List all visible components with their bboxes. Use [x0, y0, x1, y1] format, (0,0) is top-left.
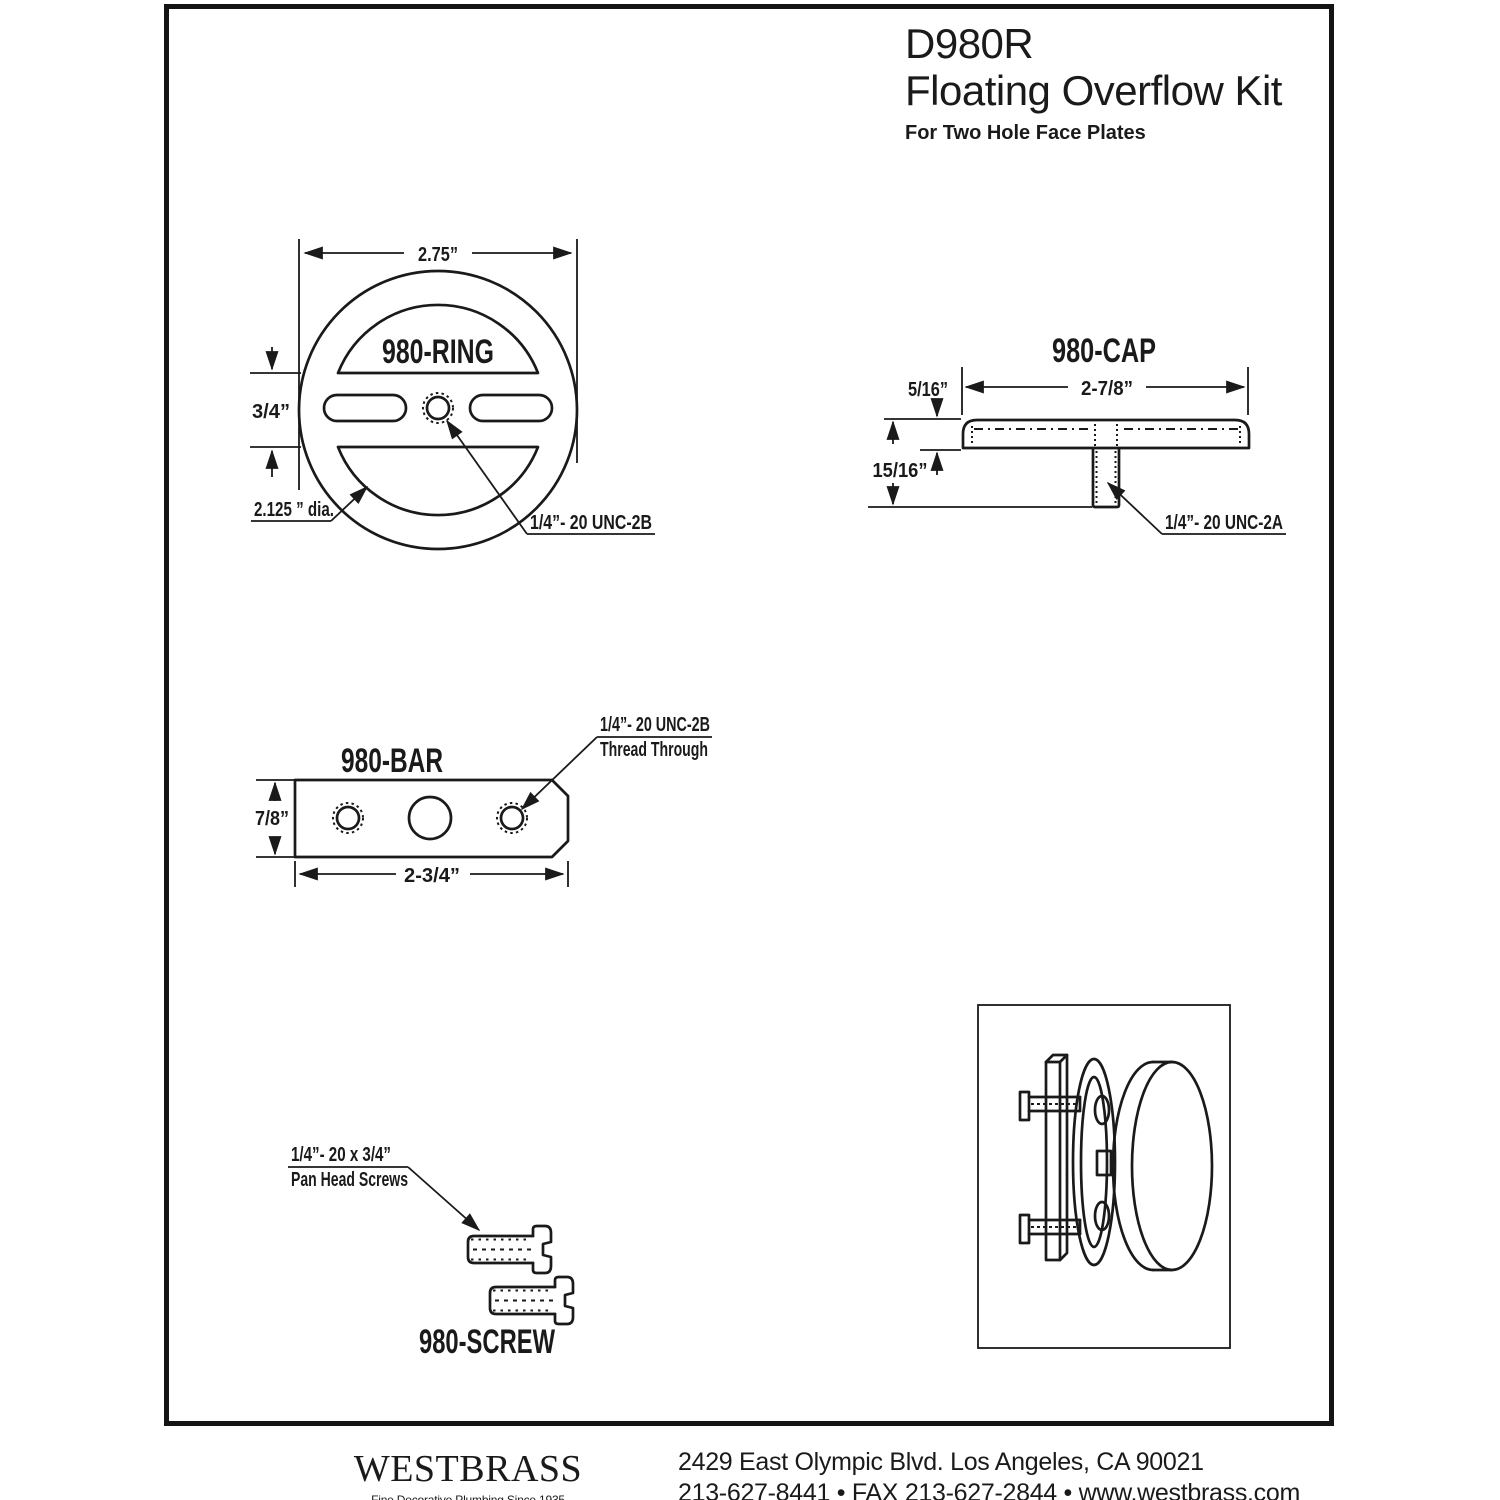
brand-logo-text: WESTBRASS — [353, 1448, 583, 1490]
assembly-bar — [1044, 1053, 1069, 1262]
ring-outer-circle — [297, 269, 579, 551]
cap-label: 980-CAP — [1052, 332, 1156, 370]
drawing-border — [164, 4, 1334, 1426]
ring-center-threaded-hole — [425, 395, 451, 421]
ring-left-slot — [322, 393, 408, 423]
screw-spec-line1: 1/4”- 20 x 3/4” — [291, 1144, 391, 1166]
screw-leader — [288, 1166, 481, 1232]
company-phone-web: 213-627-8441 • FAX 213-627-2844 • www.we… — [678, 1479, 1300, 1500]
ring-lower-segment — [336, 445, 540, 517]
ring-center-hole-serration — [422, 392, 454, 424]
brand-block: WESTBRASS Fine Decorative Plumbing Since… — [340, 1447, 596, 1500]
bar-width-dimension: 2-3/4” — [404, 865, 460, 887]
product-name: Floating Overflow Kit — [905, 67, 1282, 115]
cap-thread-spec-label: 1/4”- 20 UNC-2A — [1165, 512, 1283, 534]
cap-diagram: 980-CAP — [868, 332, 1286, 535]
bar-dimensions — [256, 736, 712, 887]
model-number: D980R — [905, 20, 1034, 67]
bar-label: 980-BAR — [341, 742, 443, 780]
company-address: 2429 East Olympic Blvd. Los Angeles, CA … — [678, 1448, 1204, 1476]
ring-band-dimension: 3/4” — [252, 401, 290, 423]
cap-height-dimension: 15/16” — [873, 460, 928, 482]
contact-block: 2429 East Olympic Blvd. Los Angeles, CA … — [678, 1447, 1300, 1500]
cap-threaded-stem — [1091, 446, 1121, 509]
screw-1 — [466, 1224, 553, 1275]
bar-left-threaded-hole — [335, 805, 361, 831]
ring-dimensions — [250, 239, 655, 535]
ring-thread-spec-label: 1/4”- 20 UNC-2B — [530, 512, 652, 534]
ring-label: 980-RING — [382, 333, 494, 371]
screw-spec-line2: Pan Head Screws — [291, 1169, 408, 1191]
title-block: D980R Floating Overflow Kit For Two Hole… — [905, 20, 1282, 144]
ring-width-dimension: 2.75” — [418, 244, 458, 266]
assembly-screws — [1018, 1090, 1082, 1245]
screw-diagram: 1/4”- 20 x 3/4” Pan Head Screws 980-SCRE… — [288, 1144, 575, 1361]
ring-upper-segment — [336, 303, 540, 375]
cap-width-dimension: 2-7/8” — [1081, 378, 1133, 400]
assembly-ring — [1071, 1057, 1117, 1267]
bar-right-threaded-hole — [499, 805, 525, 831]
screw-label: 980-SCREW — [419, 1323, 556, 1361]
cap-lip-dimension: 5/16” — [908, 379, 948, 401]
assembly-view — [977, 1004, 1231, 1349]
screw-2 — [488, 1275, 575, 1326]
bar-thread-spec-line2: Thread Through — [600, 739, 708, 761]
product-subtitle: For Two Hole Face Plates — [905, 122, 1146, 145]
ring-inner-diameter-label: 2.125 ” dia. — [254, 499, 334, 521]
bar-center-hole — [407, 795, 453, 841]
assembly-cap — [1111, 1060, 1214, 1272]
bar-diagram: 980-BAR 7/8” 2-3/4” 1/4”- 20 UNC-2B — [255, 714, 712, 887]
bar-height-dimension: 7/8” — [255, 808, 289, 830]
cap-dimensions — [868, 367, 1286, 535]
bar-thread-spec-line1: 1/4”- 20 UNC-2B — [600, 714, 710, 736]
bar-left-hole-serration — [332, 802, 364, 834]
brand-tagline: Fine Decorative Plumbing Since 1935 — [371, 1493, 565, 1500]
cap-hidden-lines — [971, 424, 1241, 504]
ring-diagram: 980-RING 2.75” 3/4” 2.125 ” dia. 1/4”- 2… — [250, 239, 655, 551]
ring-right-slot — [468, 393, 554, 423]
bar-right-hole-serration — [496, 802, 528, 834]
assembly-box — [977, 1004, 1231, 1349]
cap-body — [961, 418, 1251, 450]
